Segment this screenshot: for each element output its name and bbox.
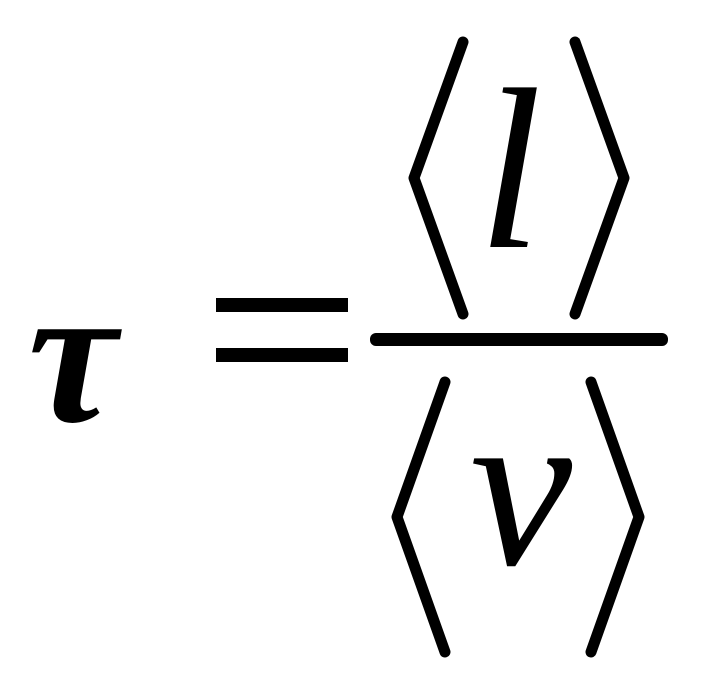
denominator-right-angle-bracket (585, 376, 645, 658)
numerator-variable: l (478, 42, 542, 297)
denominator-left-angle-bracket (391, 376, 451, 658)
numerator-left-angle-bracket (408, 36, 469, 320)
equals-sign-bottom-bar (216, 348, 348, 362)
fraction-line (370, 333, 668, 346)
denominator-variable: v (470, 359, 573, 614)
tau-symbol: τ (28, 244, 117, 465)
equals-sign-top-bar (216, 298, 348, 312)
numerator-right-angle-bracket (569, 36, 630, 320)
